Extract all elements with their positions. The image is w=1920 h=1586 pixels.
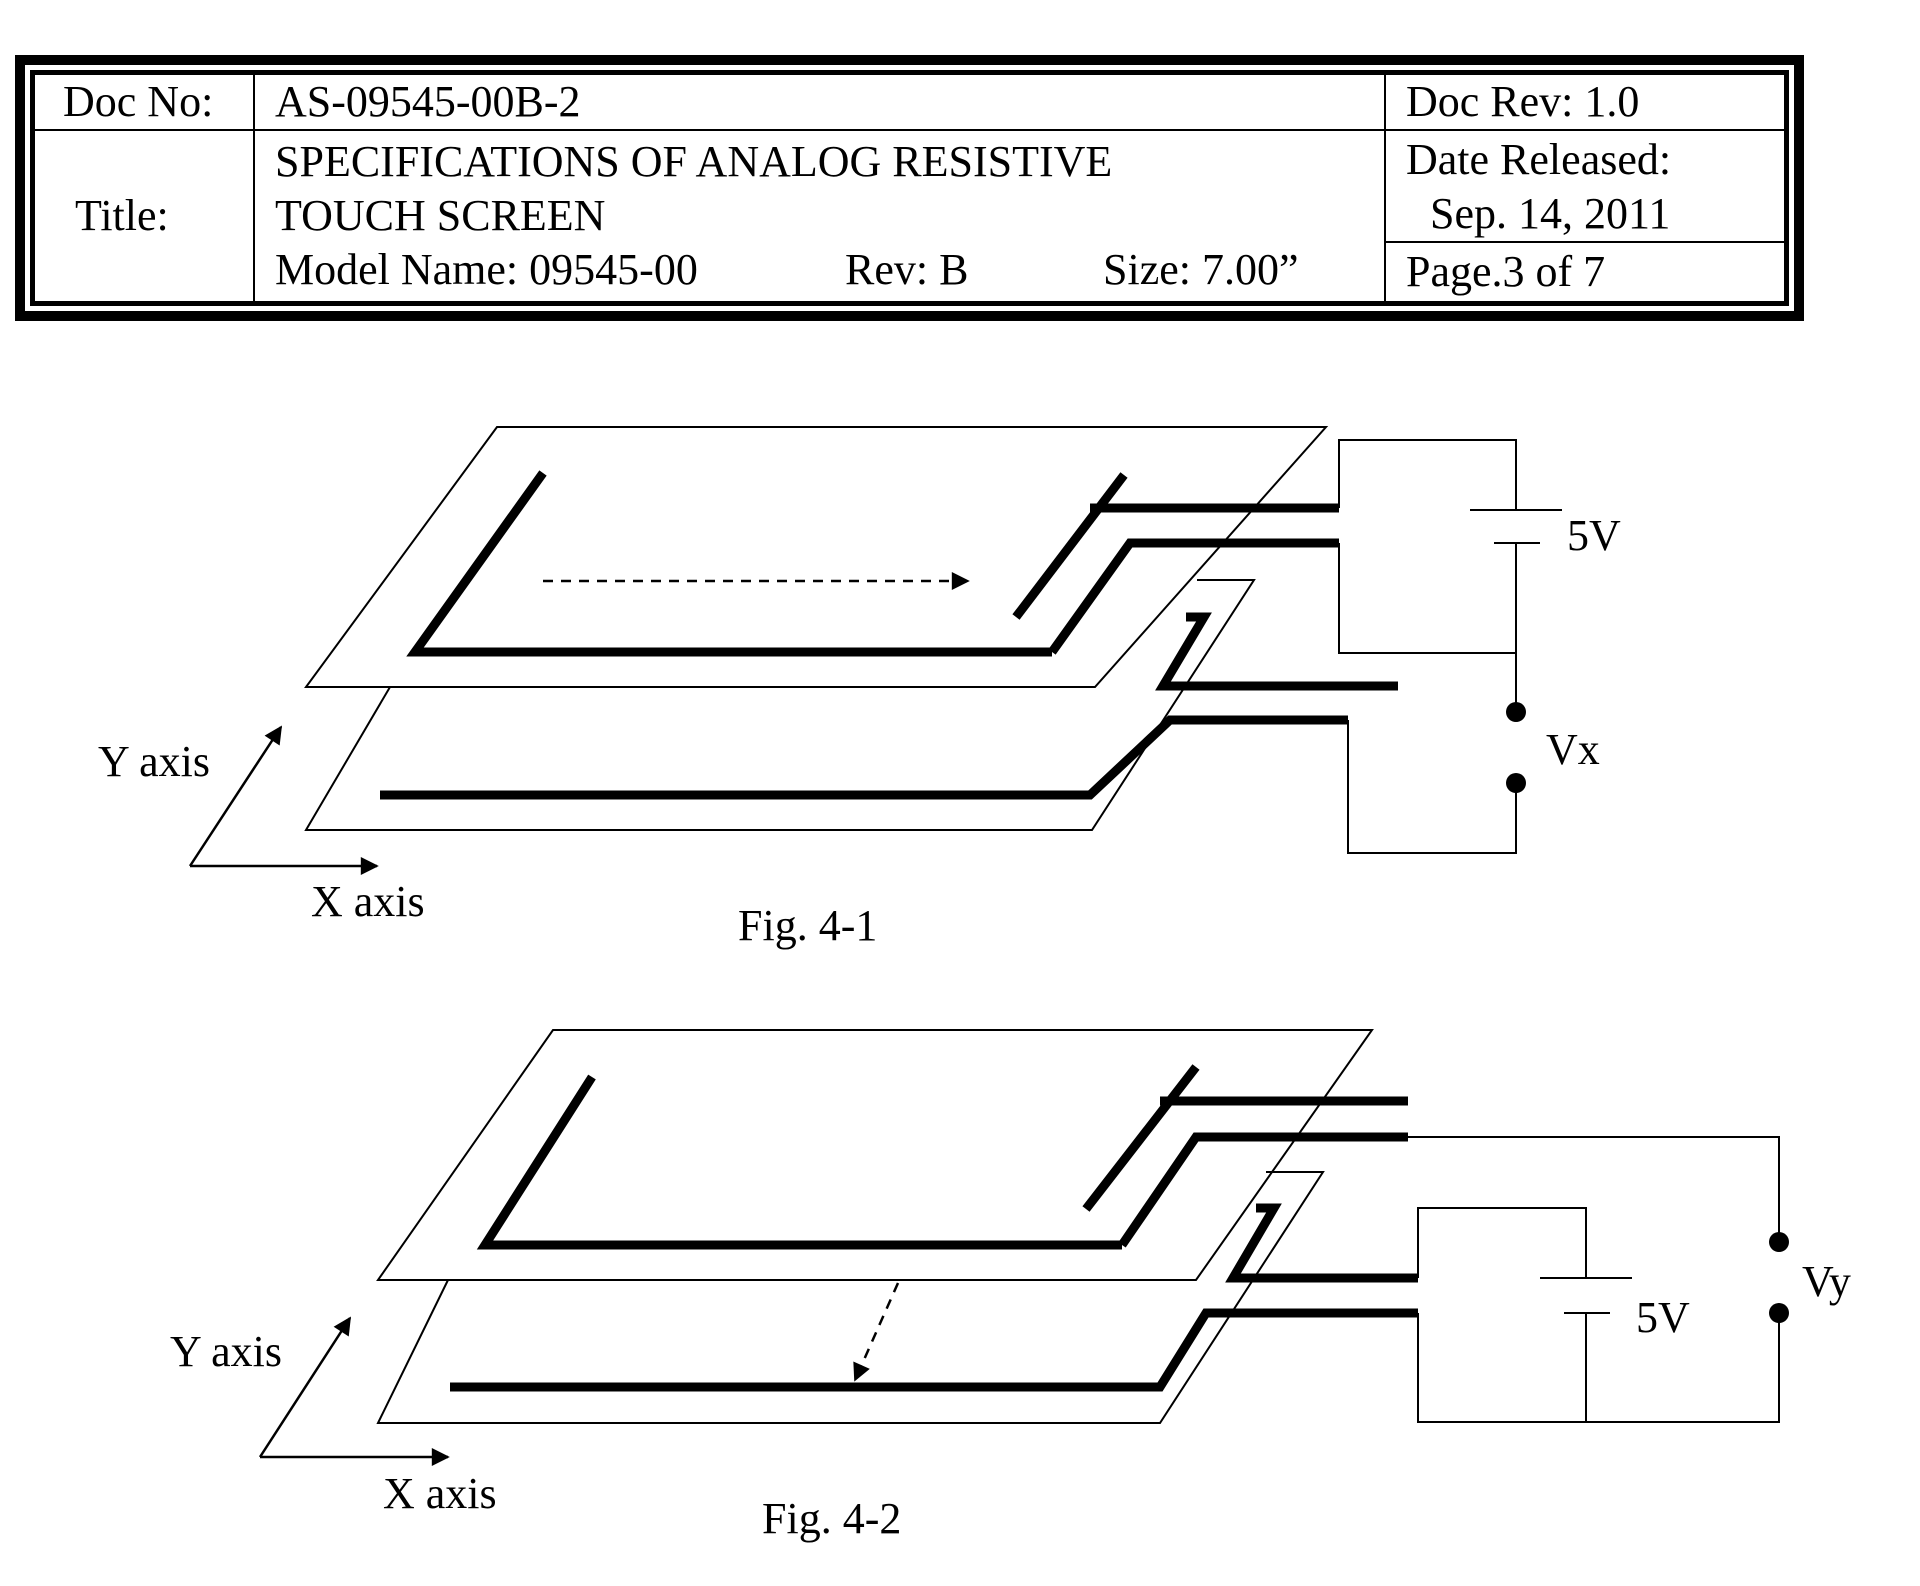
fig1-bottom-electrode — [380, 715, 1348, 800]
fig2-measure-label: Vy — [1802, 1257, 1851, 1306]
fig1-measure-label: Vx — [1546, 725, 1600, 774]
date-released-value: Sep. 14, 2011 — [1430, 188, 1671, 238]
model-size: Size: 7.00” — [1103, 245, 1299, 294]
title-block: SPECIFICATIONS OF ANALOG RESISTIVE TOUCH… — [253, 129, 1386, 303]
title-line-2: TOUCH SCREEN — [275, 191, 606, 240]
figure-4-2: 5V Vy Y axis X axis Fig. 4-2 — [170, 1029, 1851, 1543]
document-header-inner: Doc No: AS-09545-00B-2 Doc Rev: 1.0 Titl… — [30, 70, 1789, 306]
fig2-bottom-lead-upper — [1225, 1203, 1418, 1283]
fig1-voltage-label: 5V — [1567, 511, 1621, 560]
page-number: Page.3 of 7 — [1386, 240, 1784, 300]
fig2-circuit-bottom — [1417, 1313, 1780, 1423]
fig2-bottom-electrode — [450, 1308, 1418, 1392]
doc-no-label: Doc No: — [33, 73, 255, 131]
fig2-y-axis-arrow — [258, 1316, 352, 1458]
fig2-voltage-label: 5V — [1636, 1293, 1690, 1342]
model-name: Model Name: 09545-00 — [275, 245, 698, 294]
fig1-y-axis-label: Y axis — [98, 737, 210, 786]
fig1-circuit-bottom — [1347, 720, 1517, 854]
fig1-bottom-lead-upper — [1155, 612, 1398, 691]
doc-rev: Doc Rev: 1.0 — [1384, 73, 1786, 131]
fig1-top-plate — [304, 426, 1329, 688]
fig2-top-electrode-left — [476, 1074, 1122, 1250]
header-table: Doc No: AS-09545-00B-2 Doc Rev: 1.0 Titl… — [33, 73, 1786, 303]
fig2-circuit-right — [1408, 1136, 1780, 1242]
release-block: Date Released: Sep. 14, 2011 Page.3 of 7 — [1384, 129, 1786, 303]
fig1-bottom-plate-outline — [304, 579, 1256, 831]
fig2-x-axis-label: X axis — [383, 1469, 497, 1518]
fig1-terminal-top — [1506, 702, 1526, 722]
fig1-top-electrode-left — [406, 470, 1052, 657]
fig2-caption: Fig. 4-2 — [762, 1494, 901, 1543]
fig1-circuit-top — [1338, 439, 1517, 510]
fig2-bottom-plate-outline — [376, 1171, 1325, 1424]
fig2-y-axis-label: Y axis — [170, 1327, 282, 1376]
fig1-x-axis-label: X axis — [311, 877, 425, 926]
fig2-top-lead-2 — [1118, 1132, 1408, 1248]
document-header: Doc No: AS-09545-00B-2 Doc Rev: 1.0 Titl… — [15, 55, 1804, 321]
model-rev: Rev: B — [845, 245, 969, 294]
doc-no-value: AS-09545-00B-2 — [253, 73, 1386, 131]
fig1-caption: Fig. 4-1 — [738, 901, 877, 950]
fig1-y-axis-arrow — [188, 725, 283, 867]
fig2-terminal-top — [1769, 1232, 1789, 1252]
fig2-top-electrode-right — [1082, 1064, 1200, 1212]
title-label: Title: — [33, 129, 255, 303]
date-released-label: Date Released: — [1406, 134, 1672, 184]
fig1-top-electrode-right — [1012, 472, 1128, 620]
fig2-top-plate — [376, 1029, 1374, 1281]
fig1-top-lead-2 — [1048, 538, 1339, 655]
title-line-1: SPECIFICATIONS OF ANALOG RESISTIVE — [275, 137, 1113, 186]
fig1-circuit-left — [1338, 543, 1517, 712]
figure-4-1: 5V Vx Y axis X axis Fig. 4-1 — [98, 426, 1621, 950]
fig2-dashed-arrow — [853, 1282, 900, 1382]
fig2-circuit-battery-top — [1417, 1207, 1587, 1278]
model-line: Model Name: 09545-00 Rev: B Size: 7.00” — [275, 243, 1384, 297]
